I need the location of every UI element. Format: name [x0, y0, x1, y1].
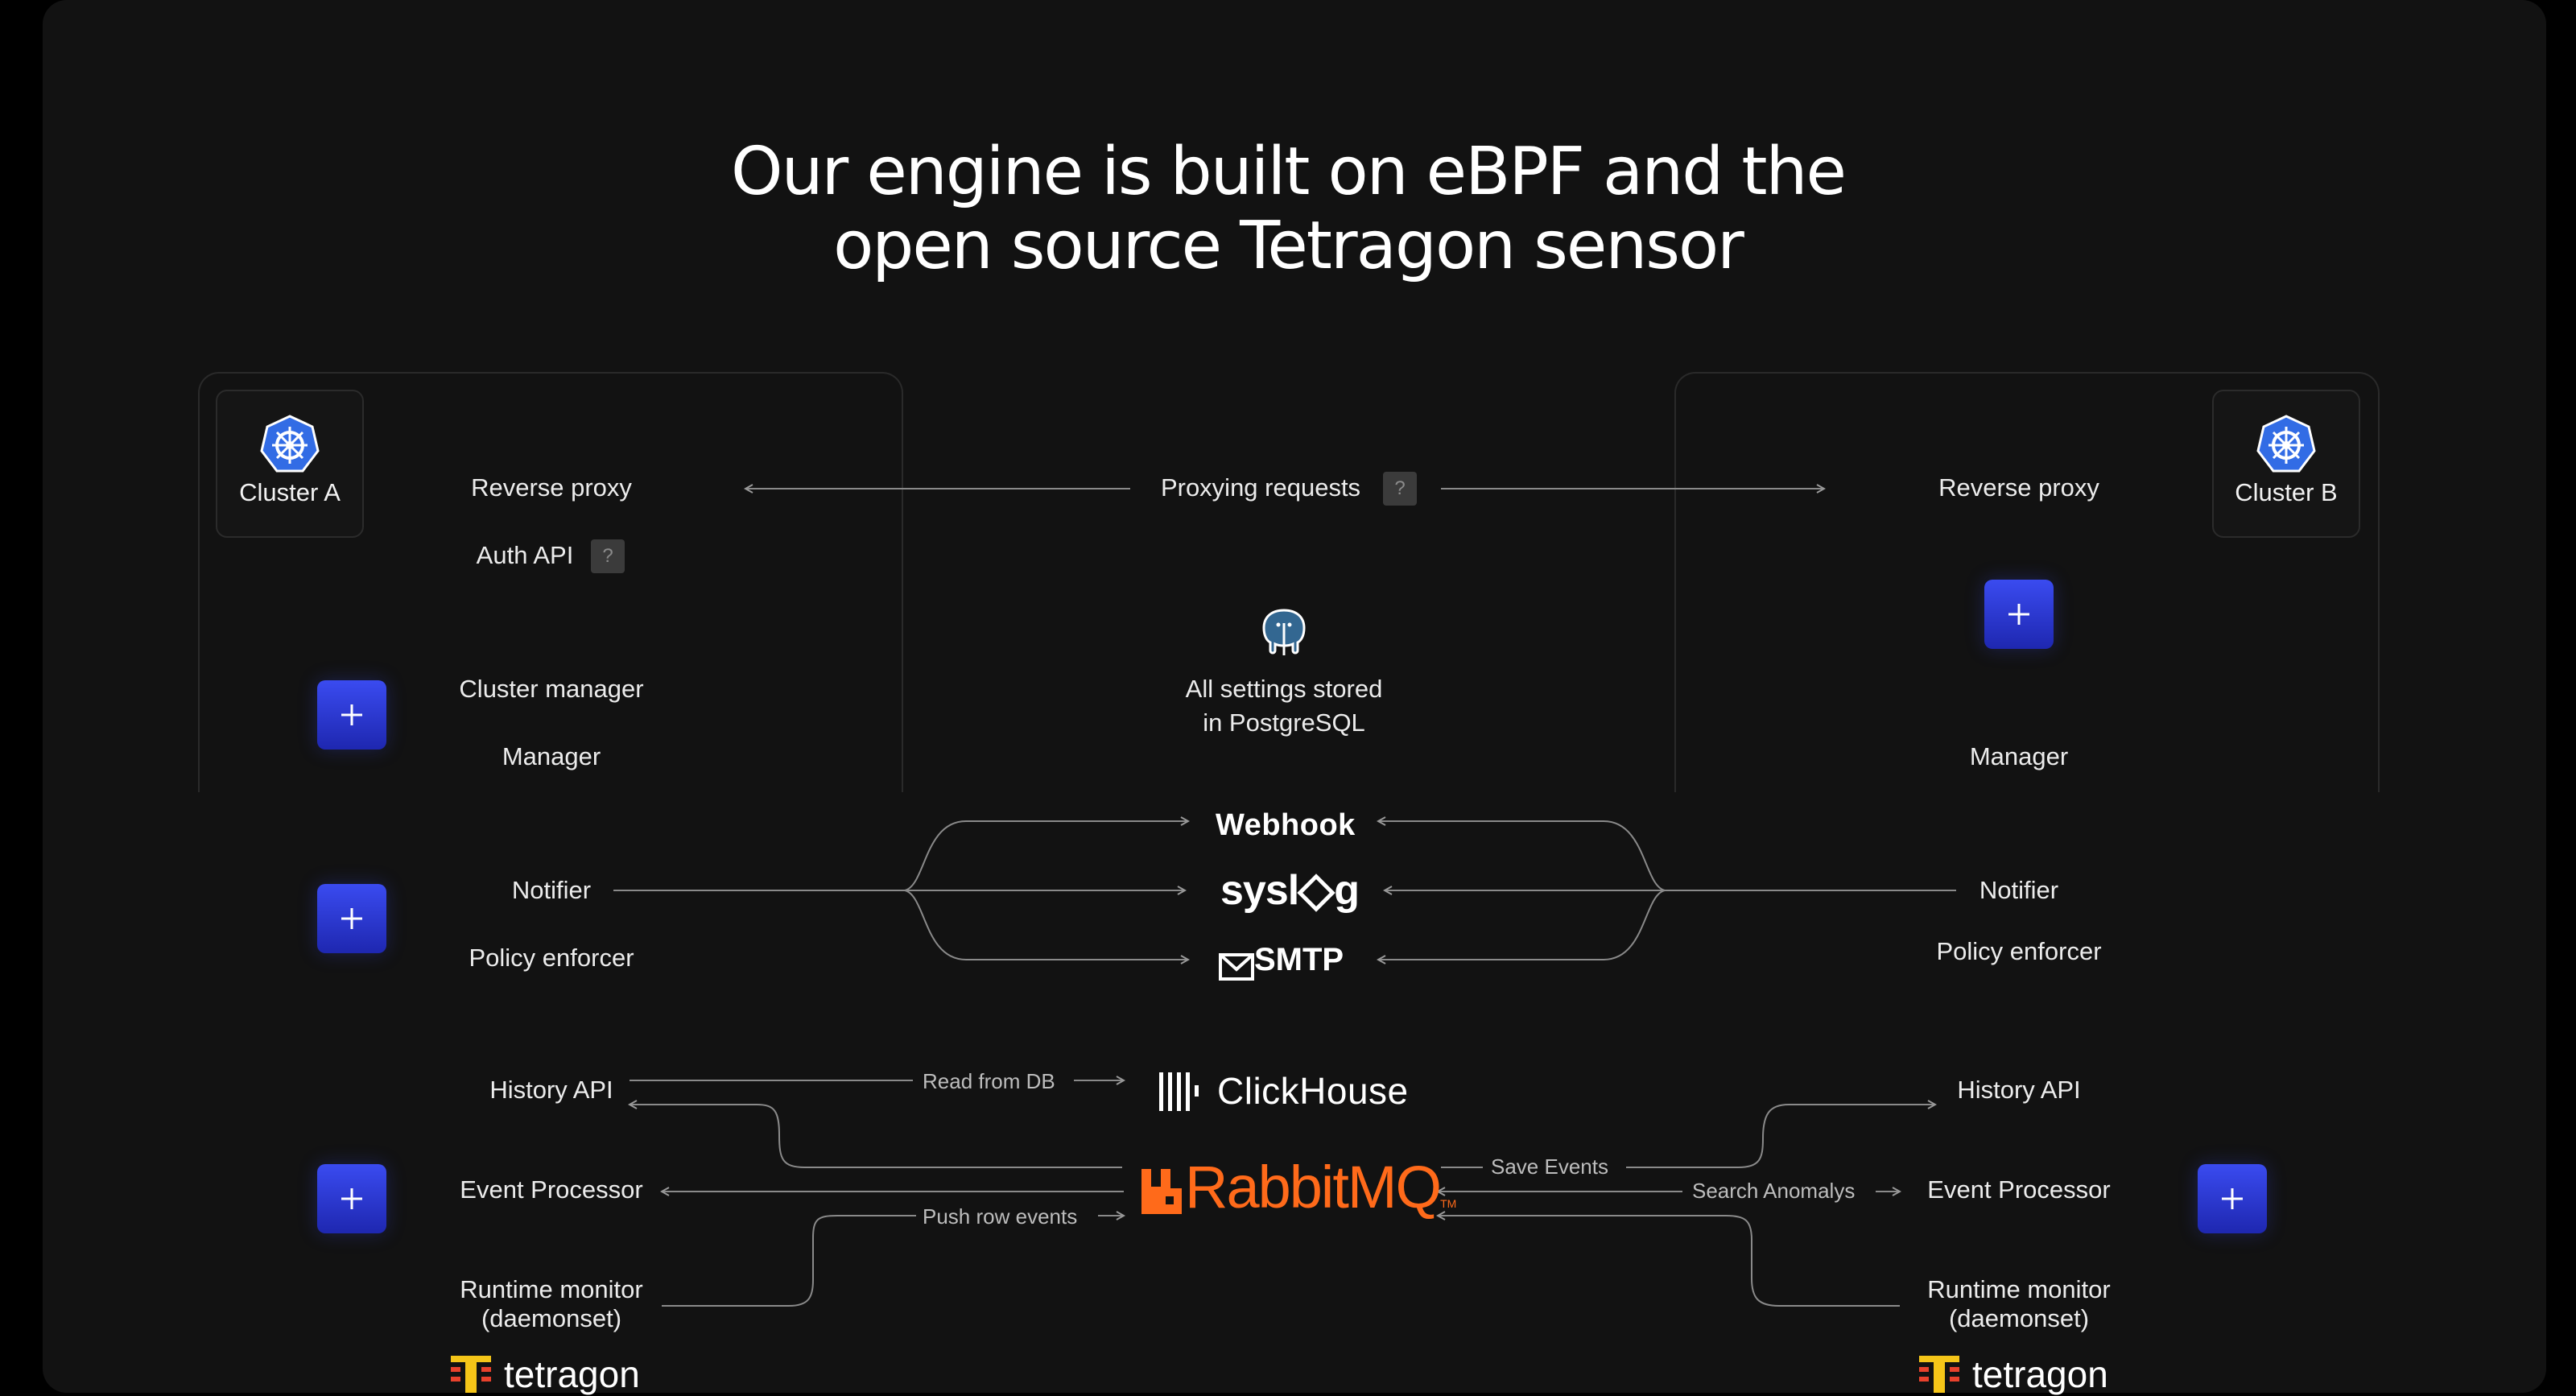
rabbitmq-logo: RabbitMQTM [1138, 1153, 1456, 1221]
settings-line-2: in PostgreSQL [1203, 708, 1365, 737]
webhook-logo: Webhook [1216, 808, 1356, 842]
cluster-b-notifier: Notifier [1979, 876, 2059, 904]
cluster-a-badge: Cluster A [216, 390, 364, 538]
line-a-webhook [904, 821, 1188, 891]
cluster-a-reverse-proxy: Reverse proxy [471, 473, 632, 502]
cluster-a-plus-button-2[interactable] [317, 884, 386, 953]
cluster-b-event-processor: Event Processor [1927, 1175, 2111, 1204]
line-b-smtp [1378, 890, 1666, 960]
cluster-b-plus-button-2[interactable] [2198, 1164, 2267, 1233]
cluster-a-runtime-monitor-daemonset: (daemonset) [481, 1304, 622, 1332]
cluster-a-auth-api: Auth API [476, 541, 574, 569]
line-runtime-a [662, 1215, 916, 1307]
rabbitmq-trademark: TM [1440, 1197, 1457, 1210]
cluster-b-badge: Cluster B [2212, 390, 2360, 538]
syslog-text-start: sysl [1220, 867, 1299, 914]
cluster-a-history-api: History API [489, 1076, 613, 1104]
clickhouse-label: ClickHouse [1217, 1070, 1409, 1112]
cluster-b-manager: Manager [1969, 742, 2069, 770]
line-runtime-b [1438, 1216, 1900, 1307]
rabbitmq-label: RabbitMQ [1185, 1154, 1442, 1220]
cluster-b-policy-enforcer: Policy enforcer [1936, 937, 2102, 965]
cluster-a-plus-button-1[interactable] [317, 680, 386, 750]
cluster-a-manager: Manager [502, 742, 601, 770]
read-from-db-label: Read from DB [923, 1069, 1055, 1093]
save-events-label: Save Events [1491, 1154, 1608, 1179]
cluster-b-history-api: History API [1957, 1076, 2081, 1104]
cluster-b-tetragon-label: tetragon [1972, 1353, 2108, 1395]
syslog-text-end: g [1334, 867, 1360, 914]
push-row-events-label: Push row events [923, 1204, 1078, 1229]
proxying-requests-label: Proxying requests [1160, 473, 1361, 502]
cluster-a-runtime-monitor: Runtime monitor [460, 1275, 643, 1303]
line-b-webhook [1378, 821, 1666, 891]
line-a-smtp [904, 890, 1188, 960]
cluster-a-notifier: Notifier [511, 876, 592, 904]
settings-line-1: All settings stored [1185, 675, 1383, 703]
line-db-history [630, 1105, 1122, 1168]
cluster-a-policy-enforcer: Policy enforcer [469, 944, 634, 972]
rabbitmq-icon [1141, 1169, 1182, 1214]
syslog-diamond-icon [1297, 874, 1335, 913]
cluster-a-cluster-manager: Cluster manager [459, 675, 644, 703]
line-save-history [1626, 1105, 1935, 1168]
cluster-b-label: Cluster B [2235, 478, 2338, 506]
clickhouse-bars-icon [1159, 1072, 1199, 1111]
cluster-a-tetragon-label: tetragon [504, 1353, 640, 1395]
diagram-panel [43, 0, 2546, 1393]
title-line-1: Our engine is built on eBPF and the [731, 134, 1847, 210]
search-anomalys-label: Search Anomalys [1692, 1179, 1856, 1203]
kubernetes-icon [260, 415, 320, 473]
postgresql-elephant-icon [1262, 609, 1306, 655]
envelope-icon [1219, 952, 1254, 981]
cluster-b-reverse-proxy: Reverse proxy [1938, 473, 2099, 502]
cluster-a-label: Cluster A [239, 478, 341, 506]
smtp-label: SMTP [1254, 942, 1344, 977]
cluster-b-boundary [1674, 372, 2380, 792]
cluster-b-runtime-monitor: Runtime monitor [1927, 1275, 2111, 1303]
cluster-a-event-processor: Event Processor [460, 1175, 643, 1204]
cluster-b-runtime-monitor-daemonset: (daemonset) [1948, 1304, 2090, 1332]
auth-api-help-icon[interactable]: ? [591, 539, 625, 573]
tetragon-icon [451, 1356, 491, 1393]
proxying-help-icon[interactable]: ? [1383, 472, 1417, 506]
cluster-a-boundary [198, 372, 903, 792]
title-line-2: open source Tetragon sensor [833, 208, 1744, 284]
tetragon-icon [1919, 1356, 1959, 1393]
kubernetes-icon [2256, 415, 2316, 473]
cluster-a-plus-button-3[interactable] [317, 1164, 386, 1233]
page-title: Our engine is built on eBPF and the open… [0, 135, 2576, 283]
smtp-logo: SMTP [1219, 942, 1344, 981]
cluster-b-plus-button-1[interactable] [1984, 580, 2054, 649]
